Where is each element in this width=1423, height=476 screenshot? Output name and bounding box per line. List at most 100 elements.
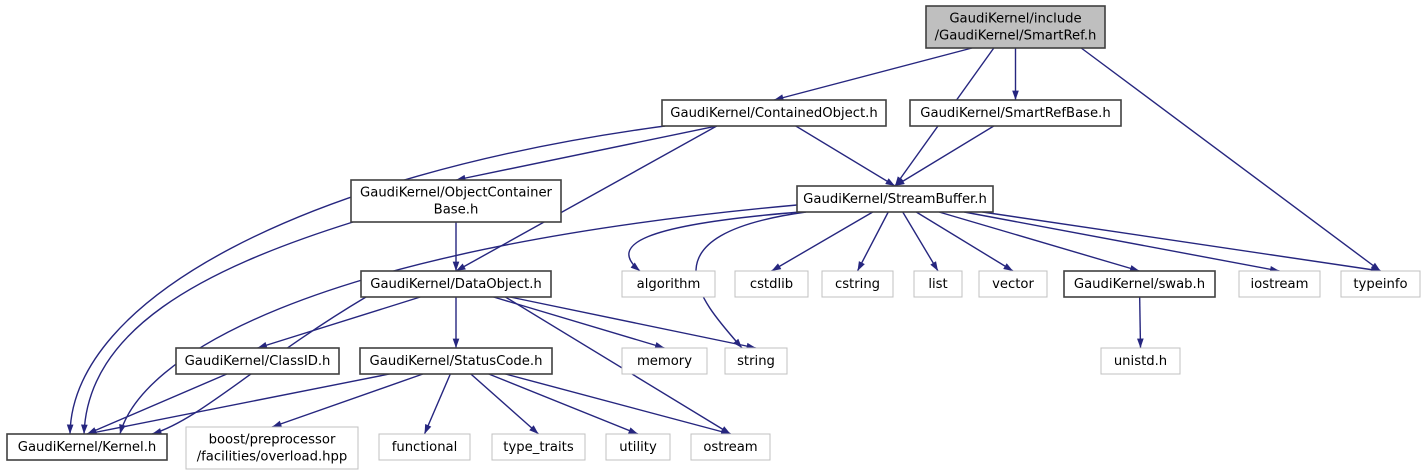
arrowhead	[119, 424, 126, 434]
edge-swab-to-unistd	[1137, 296, 1144, 349]
node-label-cstdlib: cstdlib	[750, 277, 793, 292]
arrowhead	[1137, 338, 1144, 348]
edge-line	[423, 373, 451, 435]
node-box-unistd	[1100, 347, 1181, 375]
node-cstdlib[interactable]: cstdlib	[734, 270, 809, 298]
arrowhead	[257, 341, 268, 349]
node-ostream[interactable]: ostream	[690, 433, 771, 461]
node-label-classid: GaudiKernel/ClassID.h	[185, 354, 331, 369]
node-label-dataobject: GaudiKernel/DataObject.h	[370, 277, 542, 292]
node-box-utility	[605, 433, 671, 461]
arrowhead	[272, 420, 282, 428]
node-box-containedobject	[661, 99, 887, 127]
node-box-type_traits	[491, 433, 586, 461]
node-kernel[interactable]: GaudiKernel/Kernel.h	[6, 433, 168, 461]
node-string[interactable]: string	[724, 347, 788, 375]
node-dataobject[interactable]: GaudiKernel/DataObject.h	[360, 270, 552, 298]
node-label-typeinfo: typeinfo	[1353, 277, 1407, 292]
node-box-ostream	[690, 433, 771, 461]
node-label-memory: memory	[637, 354, 692, 369]
node-statuscode[interactable]: GaudiKernel/StatusCode.h	[359, 347, 553, 375]
edge-dataobject-to-string	[509, 296, 757, 350]
edge-classid-to-kernel	[86, 373, 228, 435]
node-type_traits[interactable]: type_traits	[491, 433, 586, 461]
edge-line	[86, 373, 228, 435]
node-box-kernel	[6, 433, 168, 461]
node-label-iostream: iostream	[1251, 277, 1309, 292]
arrowhead	[456, 263, 466, 271]
edge-dataobject-to-memory	[493, 296, 665, 349]
node-box-vector	[978, 270, 1048, 298]
edges-layer	[66, 47, 1381, 436]
edge-line	[856, 211, 889, 272]
arrowhead	[1129, 265, 1140, 272]
node-classid[interactable]: GaudiKernel/ClassID.h	[175, 347, 340, 375]
node-box-streambuffer	[796, 185, 994, 213]
node-box-objectcontainer	[350, 179, 562, 223]
node-cstring[interactable]: cstring	[821, 270, 894, 298]
edge-line	[86, 373, 390, 435]
node-functional[interactable]: functional	[378, 433, 471, 461]
node-label-ostream: ostream	[703, 440, 757, 455]
edge-smartref-to-smartrefbase	[1012, 48, 1019, 100]
node-label-algorithm: algorithm	[637, 277, 701, 292]
node-algorithm[interactable]: algorithm	[621, 270, 716, 298]
node-label-boostoverload: boost/preprocessor/facilities/overload.h…	[197, 433, 348, 465]
edge-line	[505, 296, 731, 435]
node-box-algorithm	[621, 270, 716, 298]
arrowhead	[895, 178, 905, 186]
edge-line	[771, 211, 874, 272]
edge-line	[488, 373, 639, 435]
node-iostream[interactable]: iostream	[1238, 270, 1321, 298]
edge-line	[982, 211, 1381, 272]
node-label-list: list	[928, 277, 947, 292]
edge-line	[894, 125, 995, 187]
edge-line	[455, 125, 717, 181]
node-label-unistd: unistd.h	[1114, 354, 1167, 369]
node-streambuffer[interactable]: GaudiKernel/StreamBuffer.h	[796, 185, 994, 213]
node-box-classid	[175, 347, 340, 375]
edge-containedobject-to-dataobject	[455, 125, 718, 272]
node-box-cstdlib	[734, 270, 809, 298]
edge-line	[83, 221, 354, 435]
edge-line	[795, 125, 896, 187]
node-smartref[interactable]: GaudiKernel/include/GaudiKernel/SmartRef…	[925, 5, 1106, 49]
edge-line	[271, 373, 424, 428]
node-label-kernel: GaudiKernel/Kernel.h	[18, 440, 157, 455]
node-label-smartrefbase: GaudiKernel/SmartRefBase.h	[920, 106, 1110, 121]
node-swab[interactable]: GaudiKernel/swab.h	[1063, 270, 1216, 298]
arrowhead	[66, 424, 74, 434]
node-box-smartref	[925, 5, 1106, 49]
arrowhead	[720, 428, 731, 435]
edge-smartref-to-typeinfo	[1080, 47, 1381, 272]
node-vector[interactable]: vector	[978, 270, 1048, 298]
node-label-functional: functional	[392, 440, 458, 455]
node-box-iostream	[1238, 270, 1321, 298]
edge-line	[470, 373, 539, 435]
node-unistd[interactable]: unistd.h	[1100, 347, 1181, 375]
node-label-utility: utility	[619, 440, 657, 455]
node-box-swab	[1063, 270, 1216, 298]
node-label-swab: GaudiKernel/swab.h	[1074, 277, 1205, 292]
node-smartrefbase[interactable]: GaudiKernel/SmartRefBase.h	[909, 99, 1122, 127]
node-typeinfo[interactable]: typeinfo	[1340, 270, 1421, 298]
arrowhead	[1003, 263, 1013, 271]
edge-statuscode-to-type_traits	[470, 373, 539, 435]
nodes-layer: GaudiKernel/include/GaudiKernel/SmartRef…	[6, 5, 1421, 470]
node-label-type_traits: type_traits	[503, 440, 574, 455]
node-boostoverload[interactable]: boost/preprocessor/facilities/overload.h…	[185, 426, 359, 470]
edge-line	[773, 47, 973, 101]
node-memory[interactable]: memory	[621, 347, 708, 375]
edge-streambuffer-to-list	[902, 211, 939, 272]
node-utility[interactable]: utility	[605, 433, 671, 461]
arrowhead	[1012, 90, 1019, 100]
arrowhead	[452, 261, 460, 271]
node-containedobject[interactable]: GaudiKernel/ContainedObject.h	[661, 99, 887, 127]
node-list[interactable]: list	[913, 270, 963, 298]
arrowhead	[857, 261, 865, 271]
arrowhead	[930, 261, 938, 271]
edge-line	[509, 296, 757, 349]
node-box-string	[724, 347, 788, 375]
